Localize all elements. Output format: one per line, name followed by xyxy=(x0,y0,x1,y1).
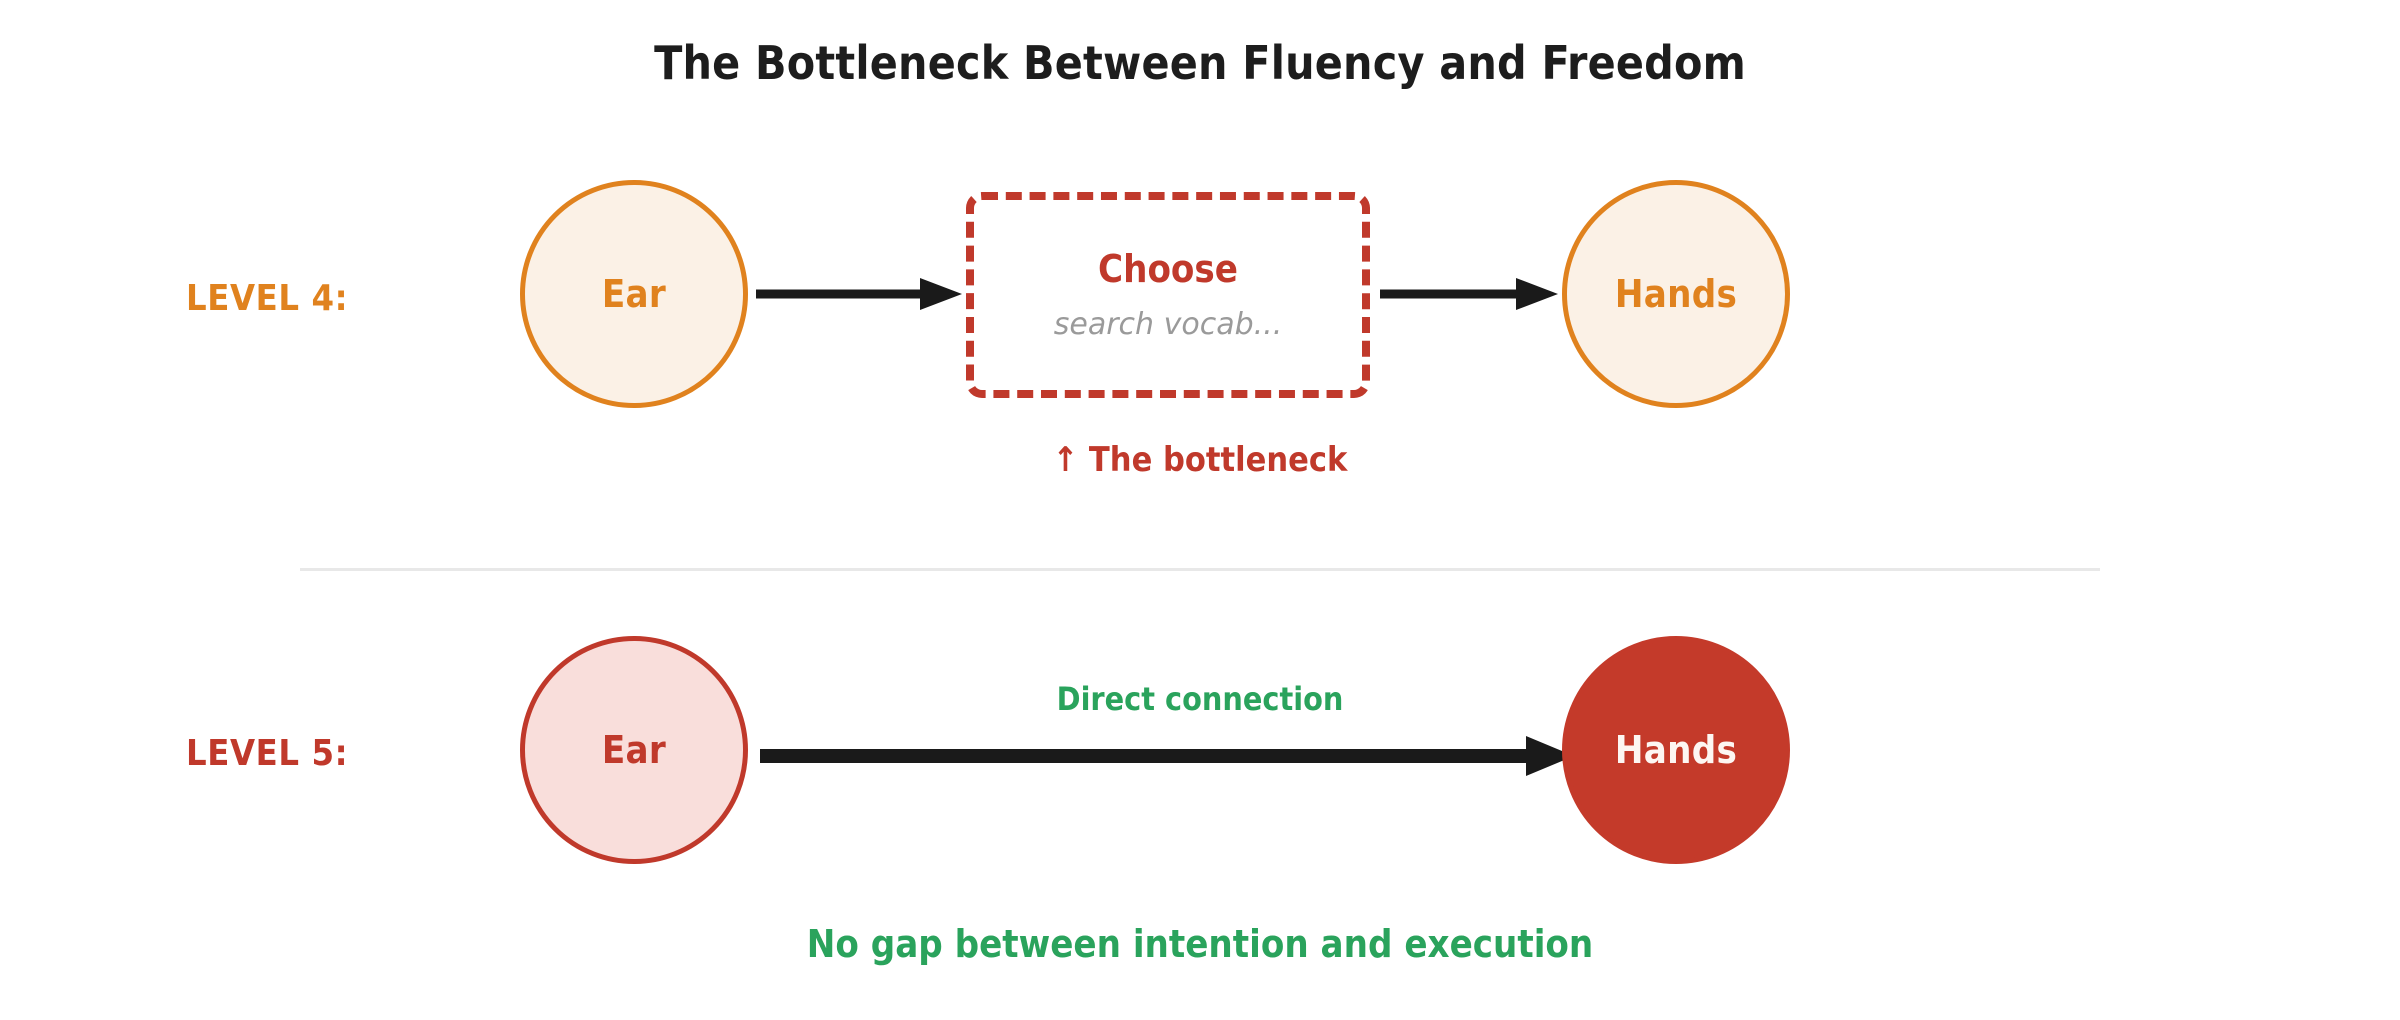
section-divider xyxy=(300,568,2100,571)
arrow-choose-to-hands xyxy=(1380,278,1558,310)
node-ear-level-5[interactable]: Ear xyxy=(520,636,748,864)
node-ear-level-4[interactable]: Ear xyxy=(520,180,748,408)
level-4-label: LEVEL 4: xyxy=(186,278,349,319)
node-hands-level-5-label: Hands xyxy=(1614,728,1738,772)
node-ear-level-5-label: Ear xyxy=(601,728,667,772)
node-hands-level-5[interactable]: Hands xyxy=(1562,636,1790,864)
choose-bottleneck-box[interactable]: Choose search vocab... xyxy=(966,192,1370,398)
level-5-label: LEVEL 5: xyxy=(186,733,349,774)
choose-title: Choose xyxy=(1098,247,1238,291)
direct-connection-label: Direct connection xyxy=(1056,680,1344,718)
bottleneck-caption: ↑ The bottleneck xyxy=(1052,440,1348,480)
arrow-ear-to-choose xyxy=(756,278,962,310)
arrow-ear-to-hands-direct xyxy=(760,736,1574,776)
page-title: The Bottleneck Between Fluency and Freed… xyxy=(654,36,1746,90)
choose-search-placeholder: search vocab... xyxy=(1053,307,1283,342)
node-hands-level-4[interactable]: Hands xyxy=(1562,180,1790,408)
no-gap-caption: No gap between intention and execution xyxy=(806,922,1594,966)
node-hands-level-4-label: Hands xyxy=(1614,272,1738,316)
node-ear-level-4-label: Ear xyxy=(601,272,667,316)
